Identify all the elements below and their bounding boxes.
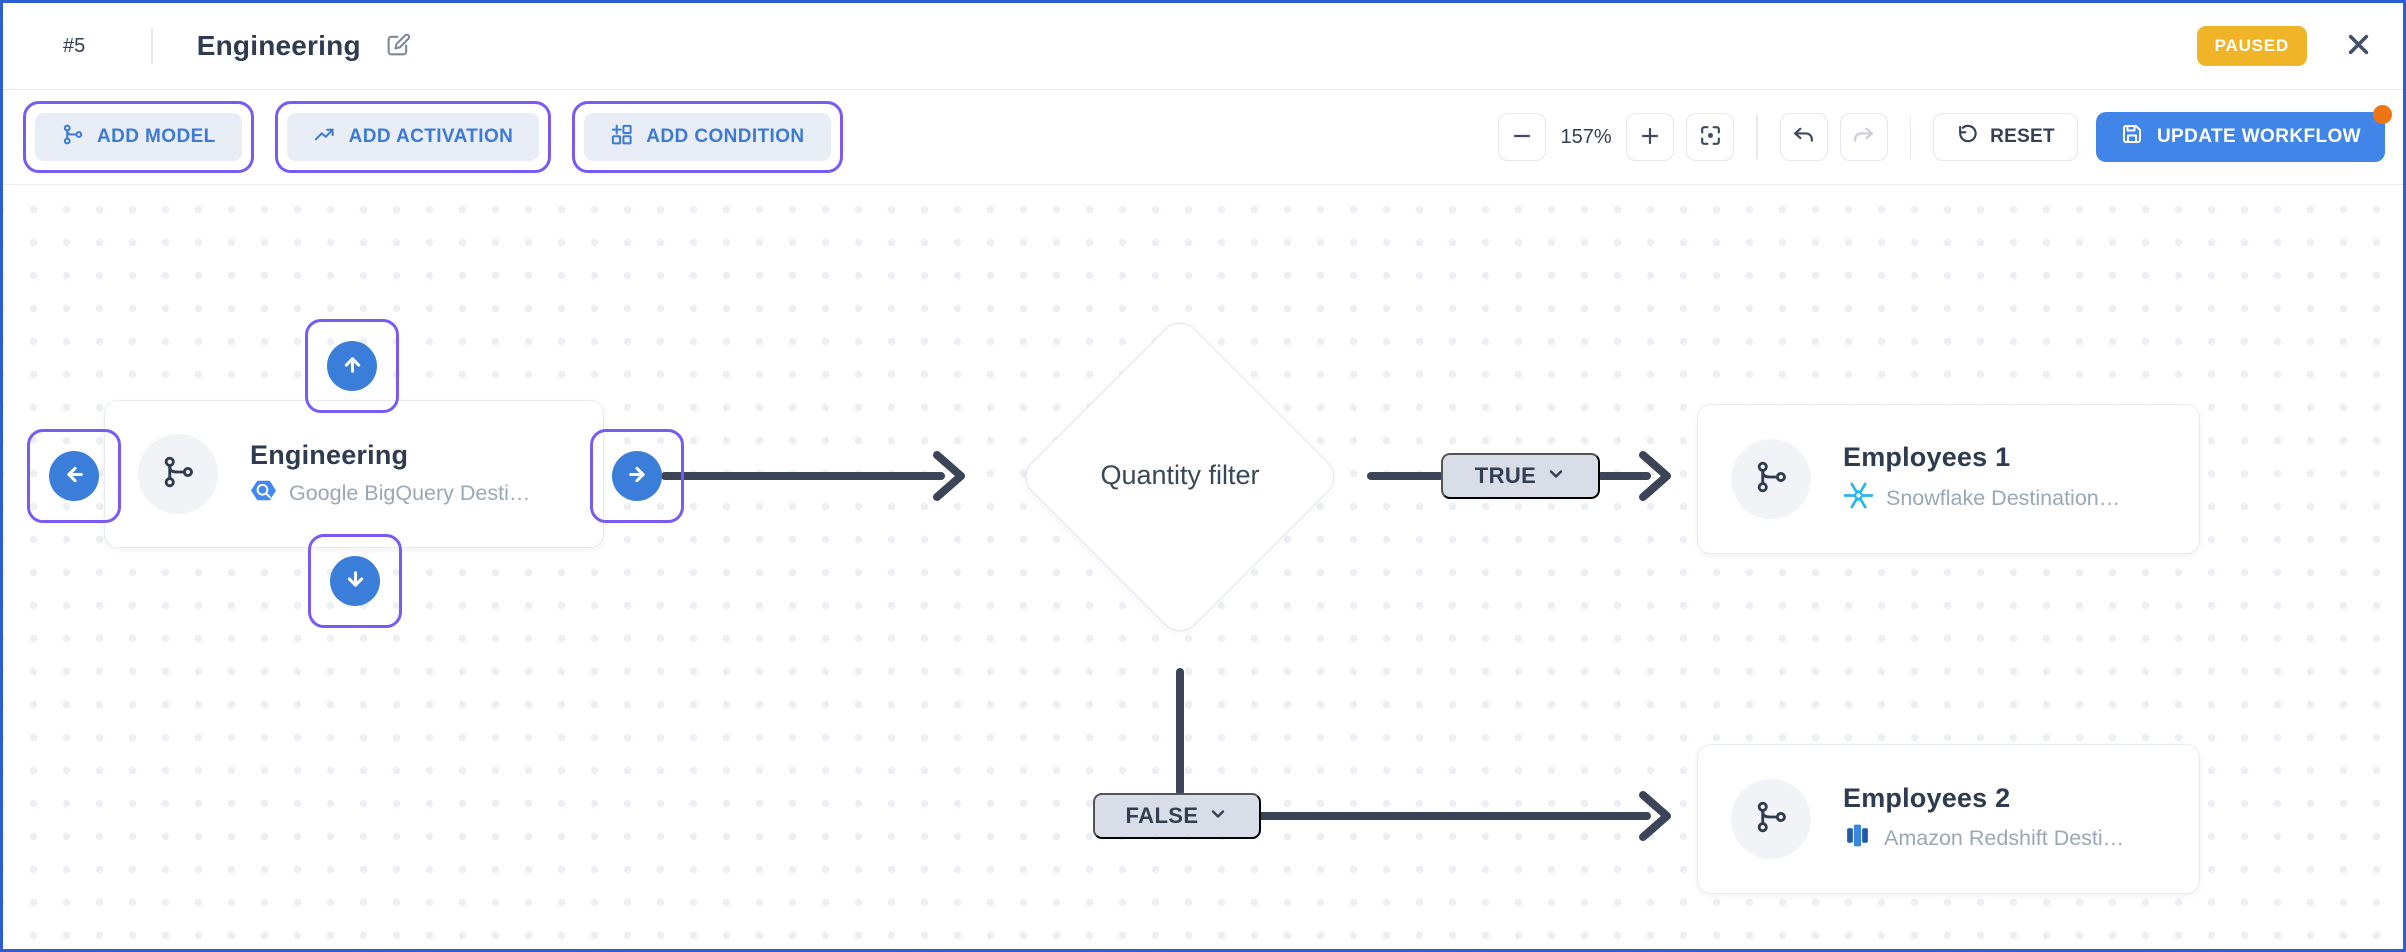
fit-view-icon (1698, 123, 1723, 151)
port-up-button[interactable] (327, 341, 377, 391)
edit-title-button[interactable] (383, 31, 413, 61)
port-down-button[interactable] (330, 556, 380, 606)
toolbar-divider (1909, 115, 1912, 159)
branch-icon (1753, 459, 1789, 500)
amazon-redshift-icon (1843, 821, 1872, 855)
zoom-in-button[interactable] (1626, 113, 1675, 161)
add-model-label: ADD MODEL (97, 126, 216, 147)
node-title: Employees 2 (1843, 783, 2011, 813)
trend-up-icon (313, 123, 336, 152)
top-bar: #5 Engineering PAUSED (3, 3, 2403, 90)
reset-button[interactable]: RESET (1933, 113, 2078, 161)
chevron-down-icon (1546, 462, 1566, 490)
true-branch-pill[interactable]: TRUE (1441, 453, 1600, 499)
plus-icon (1638, 124, 1662, 151)
model-icon-circle (1731, 439, 1811, 519)
highlight-box-add-condition: ADD CONDITION (572, 101, 843, 173)
node-title: Employees 1 (1843, 442, 2011, 472)
pencil-square-icon (384, 31, 412, 62)
branch-icon (1753, 799, 1789, 840)
reset-label: RESET (1990, 126, 2055, 147)
node-subtitle: Amazon Redshift Desti… (1884, 825, 2125, 850)
highlight-box-add-activation: ADD ACTIVATION (274, 101, 552, 173)
zoom-out-button[interactable] (1498, 113, 1547, 161)
update-workflow-label: UPDATE WORKFLOW (2156, 126, 2361, 147)
toolbar-right-group: 157% (1498, 105, 2392, 162)
toolbar: ADD MODEL ADD ACTIVATION (3, 90, 2403, 185)
node-subtitle: Google BigQuery Desti… (289, 480, 531, 505)
add-condition-button[interactable]: ADD CONDITION (584, 113, 831, 161)
toolbar-left-group: ADD MODEL ADD ACTIVATION (23, 101, 843, 173)
x-icon (2345, 31, 2372, 61)
plus-grid-icon (610, 123, 633, 152)
toolbar-divider (1756, 115, 1758, 159)
node-engineering[interactable]: Engineering Google BigQuery Desti… (104, 400, 604, 548)
undo-button[interactable] (1779, 113, 1828, 161)
add-model-button[interactable]: ADD MODEL (35, 113, 242, 161)
unsaved-changes-dot (2373, 105, 2392, 124)
workflow-number: #5 (63, 34, 86, 57)
false-branch-pill[interactable]: FALSE (1093, 793, 1261, 839)
node-employees-2[interactable]: Employees 2 Amazon Redshift Desti… (1697, 744, 2200, 894)
node-quantity-filter[interactable] (1017, 314, 1343, 640)
branch-icon (160, 454, 196, 495)
arrow-right-icon (624, 461, 651, 491)
add-activation-label: ADD ACTIVATION (348, 126, 514, 147)
topbar-divider (151, 29, 153, 63)
status-badge: PAUSED (2196, 26, 2307, 66)
minus-icon (1510, 124, 1534, 151)
node-employees-1[interactable]: Employees 1 Snowflake Destination… (1697, 404, 2200, 554)
branch-icon (61, 123, 84, 152)
add-condition-label: ADD CONDITION (646, 126, 805, 147)
highlight-box-add-model: ADD MODEL (23, 101, 254, 173)
redo-arrow-icon (1851, 123, 1876, 151)
snowflake-icon (1843, 480, 1874, 516)
false-label: FALSE (1125, 803, 1199, 828)
node-subtitle: Snowflake Destination… (1886, 485, 2121, 510)
redo-button[interactable] (1839, 113, 1888, 161)
edge-arrowhead (933, 451, 965, 501)
add-activation-button[interactable]: ADD ACTIVATION (286, 113, 540, 161)
zoom-level: 157% (1560, 125, 1612, 148)
google-bigquery-icon (250, 478, 277, 508)
node-title: Engineering (250, 440, 409, 470)
arrow-up-icon (339, 351, 366, 381)
arrow-down-icon (342, 566, 369, 596)
rotate-ccw-icon (1956, 123, 1979, 152)
port-left-button[interactable] (49, 451, 99, 501)
true-label: TRUE (1474, 463, 1537, 488)
undo-arrow-icon (1791, 123, 1816, 151)
floppy-disk-icon (2120, 122, 2144, 152)
edge-arrowhead (1639, 451, 1671, 501)
model-icon-circle (1731, 779, 1811, 859)
workflow-canvas[interactable]: Engineering Google BigQuery Desti… (3, 185, 2403, 949)
fit-view-button[interactable] (1686, 113, 1735, 161)
update-workflow-button[interactable]: UPDATE WORKFLOW (2095, 105, 2392, 162)
port-right-button[interactable] (612, 451, 662, 501)
edge-arrowhead (1639, 791, 1671, 841)
page-title: Engineering (196, 30, 361, 61)
close-button[interactable] (2341, 29, 2375, 63)
arrow-left-icon (61, 461, 88, 491)
chevron-down-icon (1208, 802, 1228, 830)
model-icon-circle (138, 434, 218, 514)
